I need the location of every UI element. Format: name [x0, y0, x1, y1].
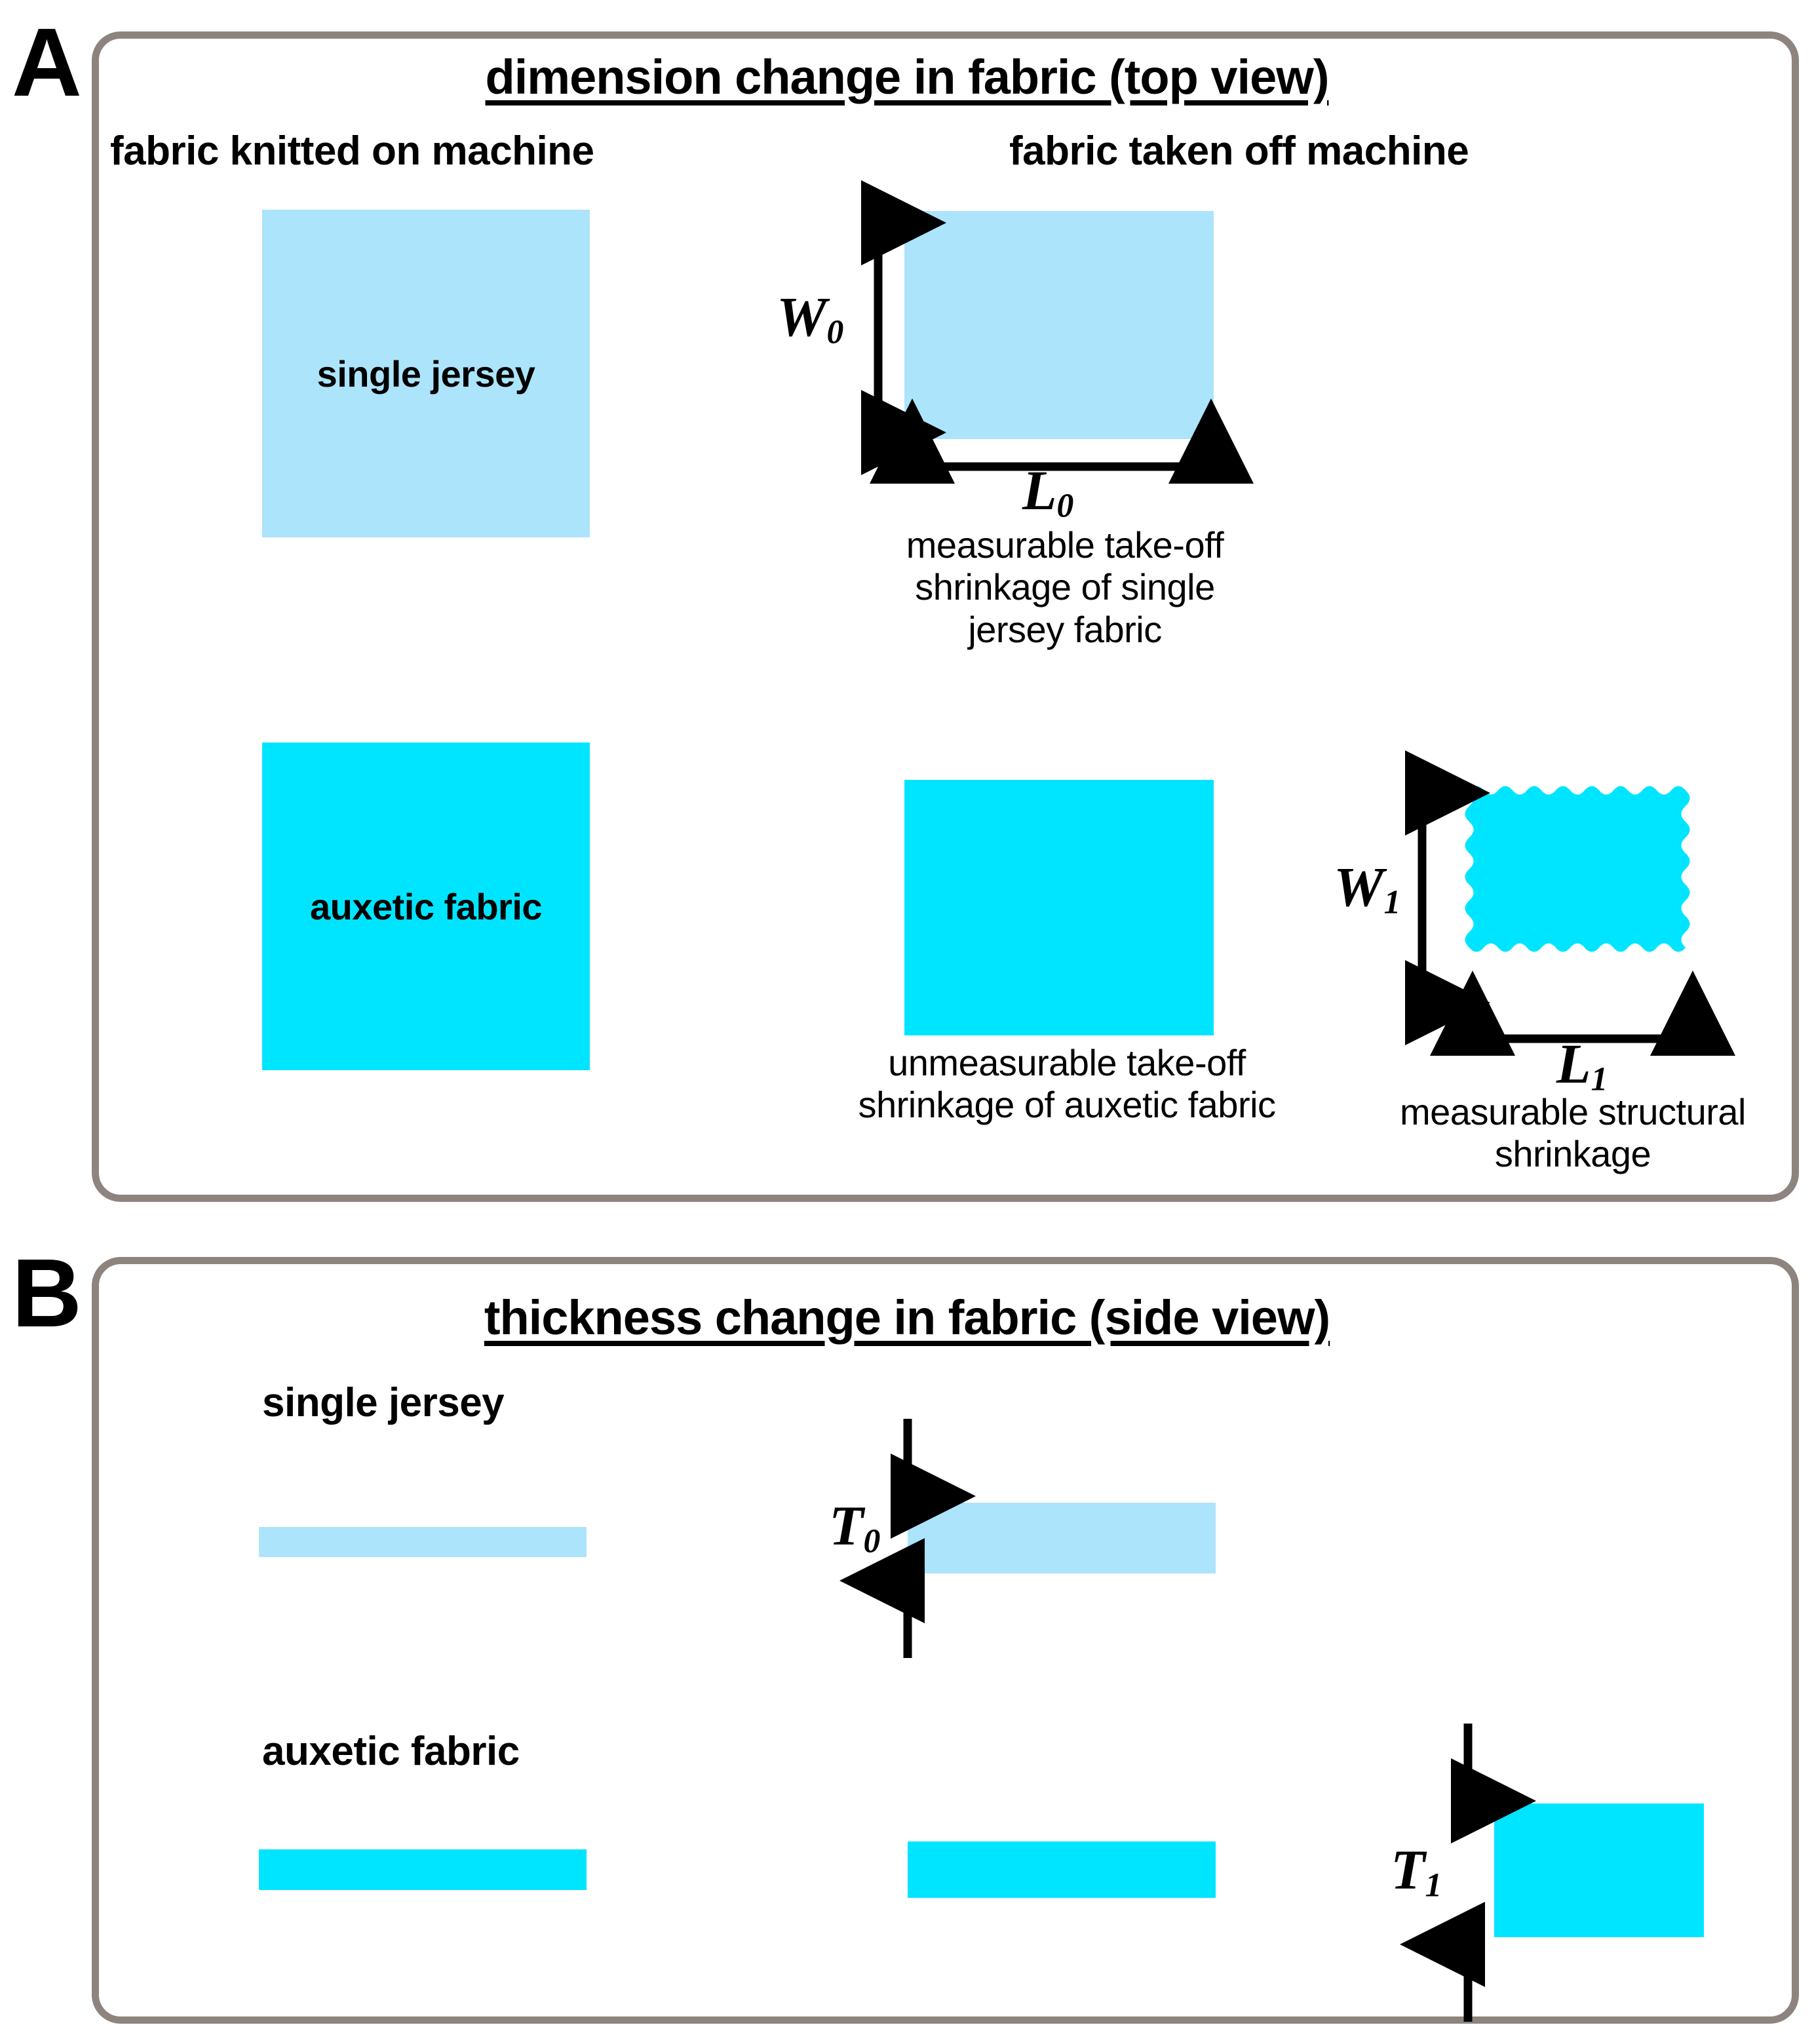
swatch-auxetic-taken-off — [904, 780, 1214, 1035]
l1-subscript: 1 — [1591, 1060, 1608, 1098]
column-heading-taken-off-machine: fabric taken off machine — [1009, 128, 1469, 174]
panel-letter-a: A — [12, 9, 82, 117]
arrow-t0-up — [839, 1538, 925, 1658]
caption-single-jersey-shrinkage: measurable take-off shrinkage of single … — [906, 524, 1224, 650]
swatch-single-jersey-on-machine: single jersey — [262, 210, 590, 537]
t0-subscript: 0 — [863, 1522, 881, 1560]
t0-base: T — [829, 1494, 864, 1557]
swatch-label-auxetic-fabric: auxetic fabric — [309, 885, 543, 927]
l1-base: L — [1556, 1032, 1591, 1095]
panel-b-row-label-auxetic-fabric: auxetic fabric — [262, 1729, 520, 1774]
arrow-l0-horizontal — [870, 398, 1254, 484]
l0-subscript: 0 — [1056, 487, 1074, 525]
caption-auxetic-shrinkage: unmeasurable take-off shrinkage of auxet… — [858, 1042, 1276, 1126]
panel-letter-b: B — [12, 1239, 82, 1347]
dimension-label-l0: L0 — [1022, 462, 1073, 523]
swatch-auxetic-on-machine: auxetic fabric — [262, 742, 590, 1070]
panel-a-title: dimension change in fabric (top view) — [485, 50, 1330, 104]
panel-b-title: thickness change in fabric (side view) — [484, 1290, 1330, 1345]
arrow-t1-up — [1400, 1902, 1485, 2022]
w0-subscript: 0 — [826, 313, 844, 351]
arrow-t0-down — [891, 1419, 976, 1539]
arrow-w1-vertical — [1405, 750, 1490, 1045]
swatch-label-single-jersey: single jersey — [317, 353, 535, 395]
bar-auxetic-on-machine — [259, 1849, 587, 1890]
panel-b-row-label-single-jersey: single jersey — [262, 1380, 505, 1425]
arrow-l1-horizontal — [1430, 971, 1735, 1056]
arrow-t1-down — [1451, 1724, 1536, 1843]
dimension-label-t0: T0 — [829, 1497, 880, 1558]
caption-structural-shrinkage: measurable structural shrinkage — [1400, 1091, 1746, 1175]
bar-auxetic-structural — [1494, 1803, 1704, 1937]
l0-base: L — [1022, 459, 1057, 522]
arrow-w0-vertical — [861, 180, 946, 475]
t1-base: T — [1391, 1838, 1425, 1901]
bar-auxetic-taken-off — [908, 1842, 1216, 1898]
dimension-label-t1: T1 — [1391, 1842, 1442, 1902]
w1-subscript: 1 — [1383, 883, 1401, 921]
t1-subscript: 1 — [1425, 1866, 1442, 1904]
dimension-label-w1: W1 — [1334, 858, 1400, 919]
w1-base: W — [1334, 855, 1384, 918]
wavy-auxetic-swatch — [1460, 781, 1696, 1009]
dimension-label-w0: W0 — [777, 288, 843, 349]
dimension-label-l1: L1 — [1556, 1035, 1608, 1096]
bar-single-jersey-on-machine — [259, 1527, 587, 1557]
column-heading-knitted-on-machine: fabric knitted on machine — [110, 128, 594, 174]
bar-single-jersey-taken-off — [908, 1503, 1216, 1573]
swatch-single-jersey-taken-off — [904, 211, 1214, 439]
w0-base: W — [777, 285, 827, 348]
